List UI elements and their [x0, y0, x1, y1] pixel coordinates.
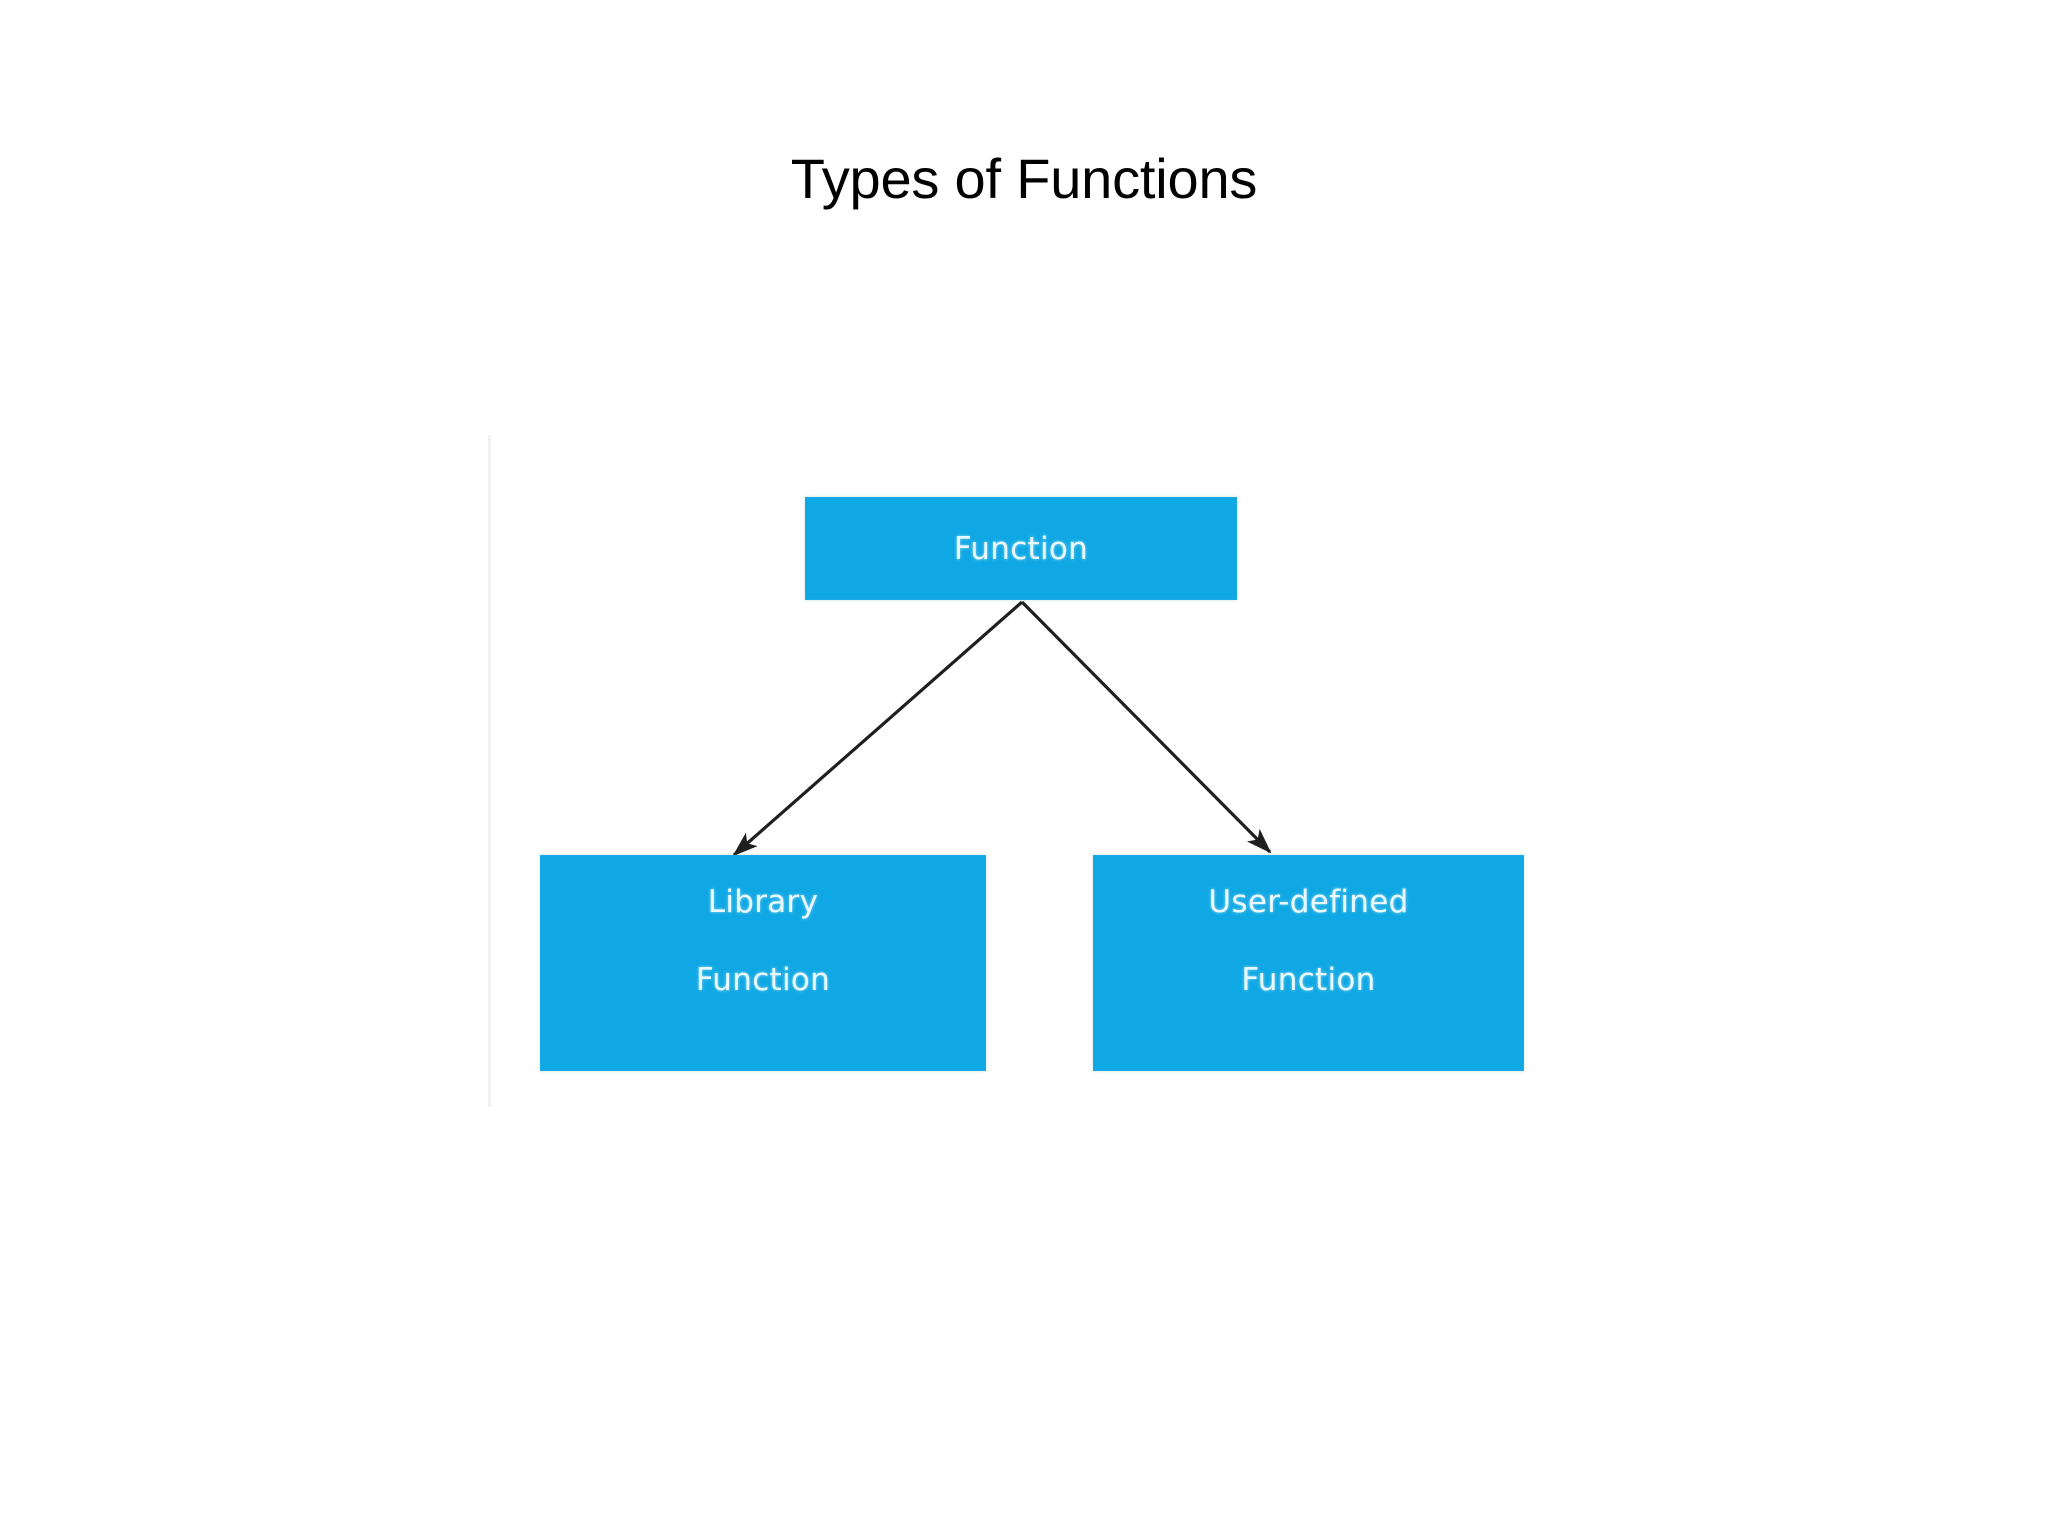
- diagram-node-user-defined-function[interactable]: User-defined Function: [1093, 855, 1524, 1071]
- diagram-node-library-function[interactable]: Library Function: [540, 855, 986, 1071]
- diagram-node-library-label-line1: Library: [707, 884, 819, 920]
- diagram-connectors: [732, 600, 1272, 857]
- diagram-node-user-defined-label-line1: User-defined: [1208, 884, 1409, 920]
- edge-root-to-user-defined: [1020, 600, 1272, 854]
- page-title: Types of Functions: [790, 147, 1258, 210]
- edge-root-to-library: [732, 600, 1024, 857]
- picture-edge-line: [488, 435, 491, 1107]
- diagram-node-function-label: Function: [953, 530, 1089, 567]
- diagram-node-user-defined-label-line2: Function: [1241, 962, 1376, 998]
- types-of-functions-diagram: Function Library Function User-defined F…: [470, 430, 1580, 1110]
- diagram-node-function[interactable]: Function: [805, 497, 1237, 600]
- diagram-node-library-label-line2: Function: [695, 962, 831, 998]
